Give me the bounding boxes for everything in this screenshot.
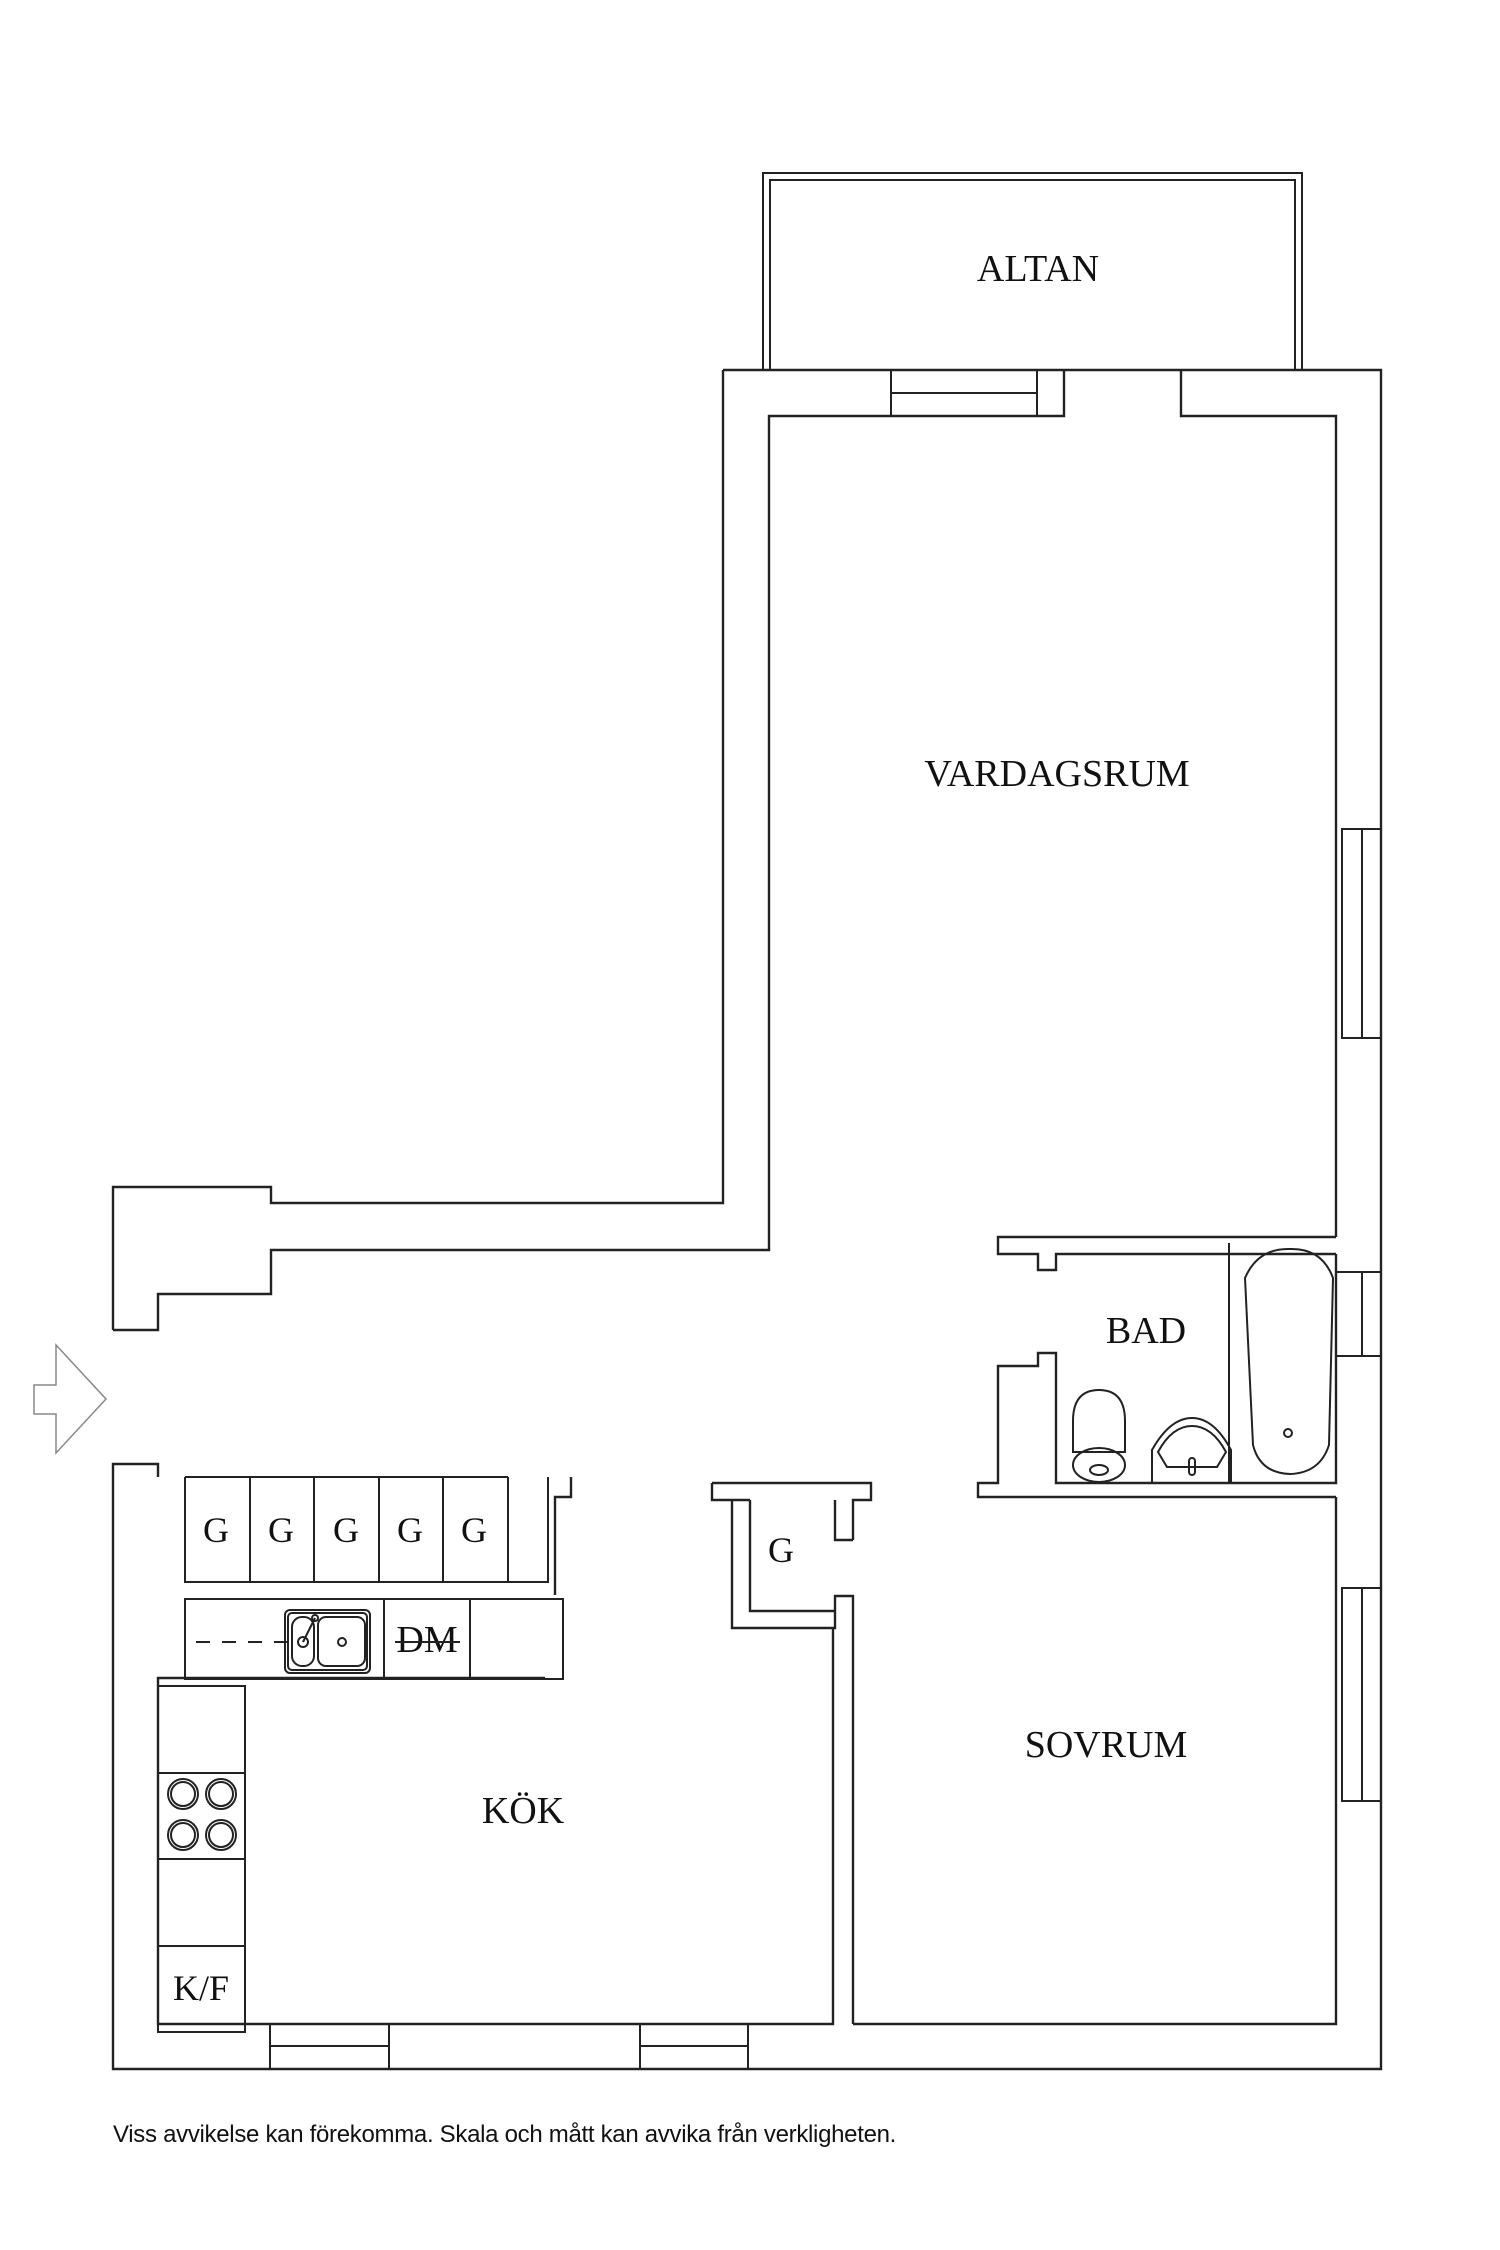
outer-wall bbox=[111, 368, 1383, 2071]
room-label-kok: KÖK bbox=[482, 1790, 565, 1832]
stove-icon bbox=[167, 1778, 237, 1851]
entrance-arrow-icon bbox=[33, 1343, 108, 1455]
left-counter bbox=[157, 1685, 246, 2033]
closet-label: G bbox=[268, 1510, 294, 1550]
closet-label: G bbox=[397, 1510, 423, 1550]
room-label-altan: ALTAN bbox=[977, 248, 1099, 290]
closet-label: G bbox=[333, 1510, 359, 1550]
window-living-right bbox=[1341, 828, 1382, 1039]
fridge-freezer-label: K/F bbox=[173, 1968, 229, 2008]
bathroom-walls bbox=[976, 1235, 1338, 1499]
room-label-vardagsrum: VARDAGSRUM bbox=[924, 753, 1189, 795]
closet-walls bbox=[710, 1481, 873, 2024]
room-label-sovrum: SOVRUM bbox=[1025, 1724, 1188, 1766]
kitchen-counter bbox=[184, 1598, 564, 1680]
window-kitchen-right bbox=[639, 2023, 749, 2070]
window-kitchen-left bbox=[269, 2023, 390, 2070]
wardrobes bbox=[184, 1476, 549, 1583]
closet-label: G bbox=[768, 1530, 794, 1570]
closet-label: G bbox=[461, 1510, 487, 1550]
kitchen-sink-icon bbox=[284, 1609, 371, 1674]
toilet-icon bbox=[1072, 1388, 1126, 1483]
disclaimer-text: Viss avvikelse kan förekomma. Skala och … bbox=[113, 2121, 897, 2148]
bedroom-walls bbox=[853, 1497, 1338, 2026]
dishwasher-label: DM bbox=[396, 1619, 457, 1661]
closet-label: G bbox=[203, 1510, 229, 1550]
bathtub-icon bbox=[1243, 1247, 1335, 1476]
window-bath-right bbox=[1335, 1271, 1382, 1357]
room-label-bad: BAD bbox=[1106, 1310, 1186, 1352]
inner-wall-living bbox=[113, 370, 1338, 1332]
window-bedroom-right bbox=[1341, 1587, 1382, 1802]
window-living-top bbox=[890, 369, 1065, 417]
sink-icon bbox=[1151, 1416, 1232, 1483]
